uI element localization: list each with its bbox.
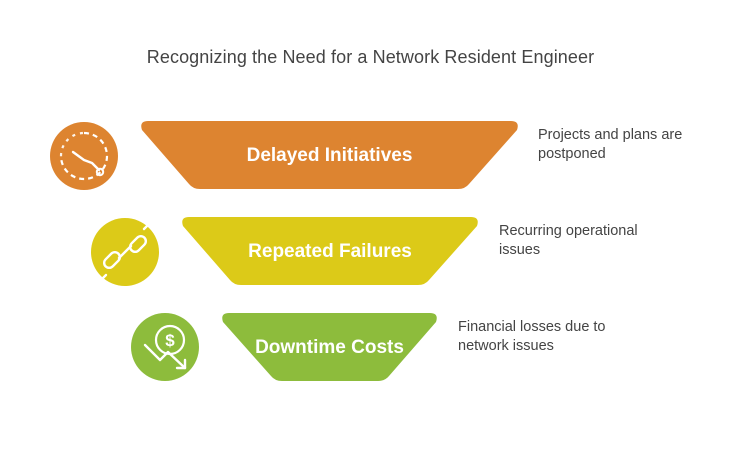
funnel-stage-repeated-failures (182, 217, 478, 285)
stage-label-delayed-initiatives: Delayed Initiatives (246, 145, 413, 166)
stage-description-downtime-costs: Financial losses due to network issues (458, 318, 606, 356)
description-line: postponed (538, 146, 606, 162)
funnel-stage-downtime-costs (222, 313, 437, 381)
description-line: network issues (458, 338, 554, 354)
broken-chain-icon (91, 218, 159, 286)
description-line: Recurring operational (499, 223, 638, 239)
description-line: Projects and plans are (538, 127, 683, 143)
clock-icon (50, 122, 118, 190)
stage-description-delayed-initiatives: Projects and plans are postponed (538, 126, 682, 164)
dollar-down-icon: $ (131, 313, 199, 381)
diagram-title: Recognizing the Need for a Network Resid… (146, 47, 595, 67)
stage-label-repeated-failures: Repeated Failures (248, 241, 412, 262)
description-line: issues (499, 242, 541, 258)
stage-description-repeated-failures: Recurring operational issues (499, 222, 638, 260)
description-line: Financial losses due to (458, 319, 606, 335)
stage-label-downtime-costs: Downtime Costs (255, 337, 404, 358)
funnel-stage-delayed-initiatives (141, 121, 518, 189)
svg-text:$: $ (165, 331, 175, 350)
